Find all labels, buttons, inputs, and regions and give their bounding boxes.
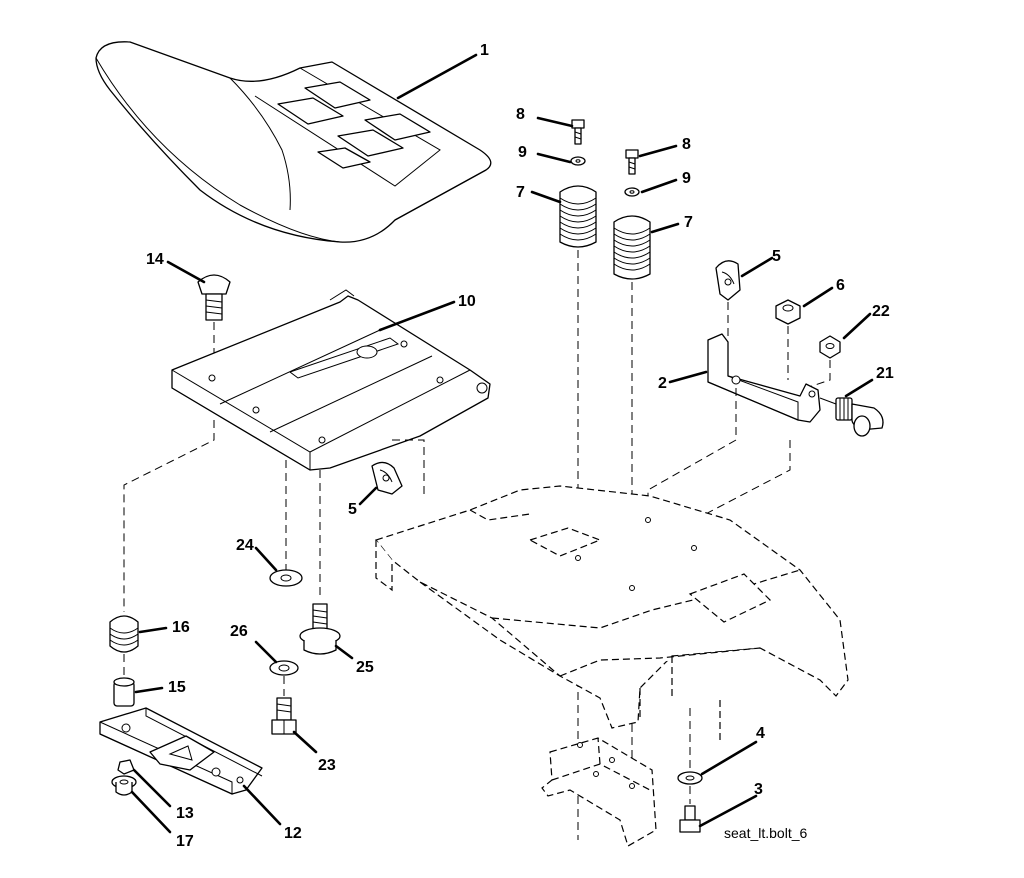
nut-22-part[interactable] (819, 335, 841, 359)
callout-23: 23 (318, 757, 336, 774)
callout-24: 24 (236, 537, 254, 554)
callout-14: 14 (146, 251, 164, 268)
callout-7-right: 7 (684, 214, 693, 231)
callout-1: 1 (480, 42, 489, 59)
seat-pan-leaders (123, 420, 425, 612)
callout-7-left: 7 (516, 184, 525, 201)
washer-9-left-part[interactable] (570, 156, 586, 166)
callout-9-left: 9 (518, 144, 527, 161)
seat-pan-part[interactable] (171, 289, 491, 471)
washer-26-part[interactable] (269, 660, 299, 676)
screw-8-right-part[interactable] (625, 149, 639, 175)
bolt-3-part[interactable] (679, 805, 701, 833)
spring-16-part[interactable] (109, 615, 139, 653)
pivot-bracket-part[interactable] (707, 333, 821, 423)
spring-7-right-part[interactable] (613, 215, 651, 280)
carriage-bolt-part[interactable] (197, 274, 231, 321)
callout-2: 2 (658, 375, 667, 392)
callout-12: 12 (284, 825, 302, 842)
callout-22: 22 (872, 303, 890, 320)
bushing-part[interactable] (113, 677, 135, 707)
washer-4-part[interactable] (677, 771, 703, 785)
nut-13-part[interactable] (117, 759, 135, 775)
callout-5-left: 5 (348, 501, 357, 518)
washer-9-right-part[interactable] (624, 187, 640, 197)
shoulder-bolt-part[interactable] (299, 603, 341, 655)
callout-16: 16 (172, 619, 190, 636)
bolt-21-part[interactable] (819, 397, 884, 437)
seat-panels (277, 81, 431, 169)
callout-5-right: 5 (772, 248, 781, 265)
flange-nut-17-part[interactable] (111, 775, 137, 796)
seat-part[interactable] (95, 41, 492, 243)
diagram-caption: seat_lt.bolt_6 (724, 825, 807, 841)
spring-7-left-part[interactable] (559, 185, 597, 248)
callout-21: 21 (876, 365, 894, 382)
callout-17: 17 (176, 833, 194, 850)
callout-3: 3 (754, 781, 763, 798)
washer-24-part[interactable] (269, 569, 303, 587)
callout-10: 10 (458, 293, 476, 310)
seat-clip-left-part[interactable] (371, 461, 403, 495)
lower-support-outline (541, 737, 657, 847)
callout-6: 6 (836, 277, 845, 294)
callout-leaders (130, 53, 874, 834)
callout-26: 26 (230, 623, 248, 640)
seat-clip-right-part[interactable] (715, 260, 741, 301)
callout-13: 13 (176, 805, 194, 822)
callout-numbers: 1 8 9 7 8 9 7 5 6 22 2 21 10 14 5 24 16 … (146, 42, 894, 850)
nut-6-part[interactable] (775, 299, 801, 325)
callout-8-left: 8 (516, 106, 525, 123)
callout-9-right: 9 (682, 170, 691, 187)
callout-8-right: 8 (682, 136, 691, 153)
callout-25: 25 (356, 659, 374, 676)
slide-bracket-part[interactable] (99, 707, 263, 795)
callout-4: 4 (756, 725, 765, 742)
screw-8-left-part[interactable] (571, 119, 585, 145)
hex-bolt-23-part[interactable] (271, 697, 297, 735)
callout-15: 15 (168, 679, 186, 696)
tractor-fender-outline (374, 485, 849, 740)
